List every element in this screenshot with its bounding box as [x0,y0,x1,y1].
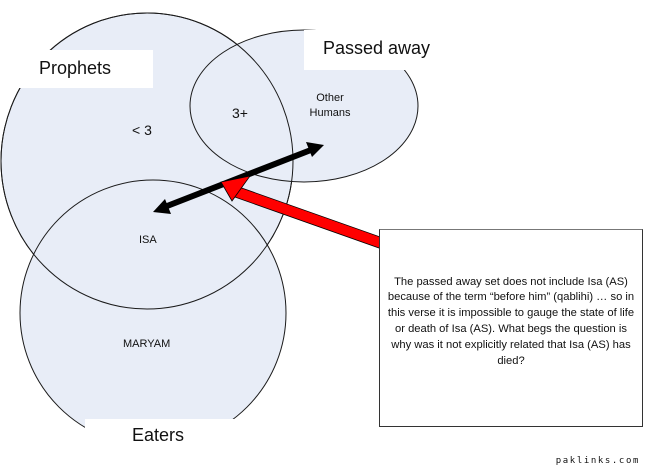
double-arrow-head-end [306,142,324,157]
watermark: paklinks.com [555,456,640,466]
prophets-set-outline [0,12,294,310]
annotation-text: The passed away set does not include Isa… [387,275,635,367]
region-prophets-only: < 3 [132,122,152,138]
passed-away-label-text: Passed away [323,38,431,58]
prophets-label-text: Prophets [39,58,112,78]
passed-away-label: Passed away [304,30,444,70]
region-passed-away-only-line1: Other [316,92,344,104]
annotation-box: The passed away set does not include Isa… [379,229,643,427]
eaters-set-fill [20,180,286,446]
prophets-label: Prophets [12,50,153,88]
region-passed-away-only: Other Humans [300,91,360,121]
eaters-label-text: Eaters [132,425,185,445]
region-maryam: MARYAM [123,338,171,350]
region-passed-away-only-line2: Humans [309,107,351,119]
region-prophets-passed-away: 3+ [232,105,248,121]
eaters-label: Eaters [85,419,237,469]
pointer-arrow-head [220,175,251,202]
region-isa: ISA [139,234,157,246]
double-arrow-head-start [153,199,171,214]
